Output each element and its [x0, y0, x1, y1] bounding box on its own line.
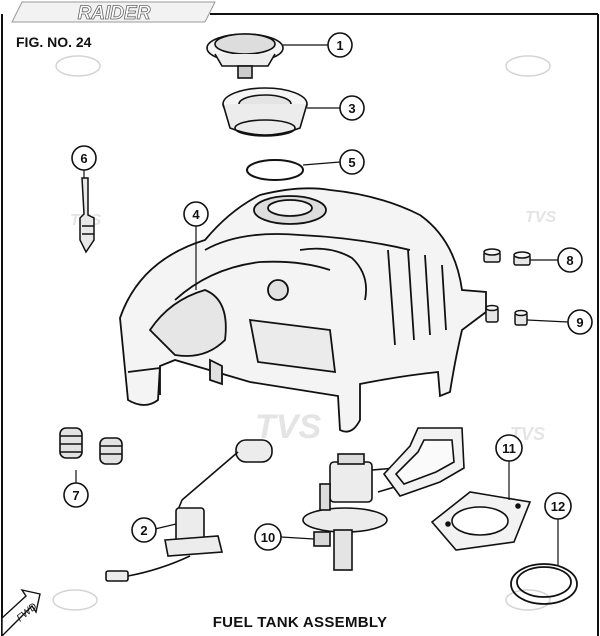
callout-8-label: 8	[566, 253, 573, 268]
callout-11-label: 11	[502, 441, 516, 456]
part-hose-clip	[79, 177, 95, 254]
callout-1: 1	[327, 32, 353, 58]
page-frame	[1, 13, 599, 636]
callout-8: 8	[557, 247, 583, 273]
part-dampers	[59, 427, 123, 465]
part-pump-bracket	[382, 427, 465, 497]
callout-6-label: 6	[80, 151, 87, 166]
callout-6: 6	[71, 145, 97, 171]
watermark-tvs: TVS	[525, 209, 556, 226]
callout-4-label: 4	[192, 207, 200, 222]
callout-3-label: 3	[348, 101, 355, 116]
part-fuel-cap	[206, 33, 284, 79]
callout-2-label: 2	[140, 523, 147, 538]
part-ring-seal	[510, 563, 578, 605]
watermark-logos	[52, 55, 551, 611]
part-gasket	[430, 491, 532, 551]
raider-logo: RAIDER	[11, 1, 216, 24]
callout-7-label: 7	[72, 488, 79, 503]
raider-logo-text: RAIDER	[78, 3, 151, 24]
part-cap-base	[222, 87, 308, 137]
part-collars	[485, 304, 528, 326]
callout-12: 12	[544, 492, 572, 520]
callout-2: 2	[131, 517, 157, 543]
leader-lines	[75, 44, 569, 566]
part-fuel-tank	[119, 187, 487, 433]
callout-11: 11	[495, 434, 523, 462]
watermark-tvs: TVS	[255, 408, 321, 446]
callout-9-label: 9	[576, 315, 583, 330]
callout-3: 3	[339, 95, 365, 121]
callout-5: 5	[339, 149, 365, 175]
callout-5-label: 5	[348, 155, 355, 170]
callout-9: 9	[567, 309, 593, 335]
part-o-ring	[246, 159, 304, 181]
figure-title: FUEL TANK ASSEMBLY	[212, 614, 388, 631]
callout-7: 7	[63, 482, 89, 508]
callout-10-label: 10	[261, 530, 275, 545]
part-fuel-pump	[302, 453, 399, 571]
callout-12-label: 12	[551, 499, 565, 514]
callout-10: 10	[254, 523, 282, 551]
callout-4: 4	[183, 201, 209, 227]
callouts: 1 2 3 4 5 6 7 8 9 10 11 12	[63, 32, 593, 551]
part-fuel-sender	[105, 439, 273, 582]
figure-number: FIG. NO. 24	[16, 34, 92, 50]
part-grommets	[483, 248, 531, 266]
callout-1-label: 1	[336, 38, 343, 53]
